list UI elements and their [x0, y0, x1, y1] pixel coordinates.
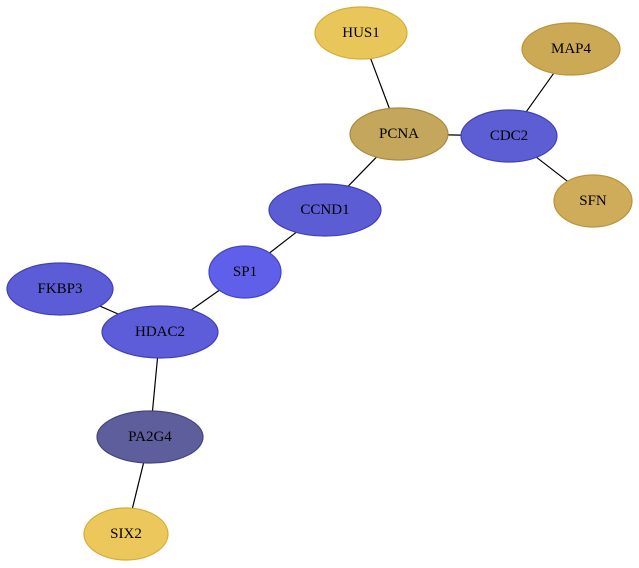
edge-hus1-pcna — [370, 58, 390, 109]
node-label-cdc2: CDC2 — [490, 128, 528, 144]
node-shape-six2[interactable] — [83, 507, 169, 561]
node-pa2g4[interactable]: PA2G4 — [96, 410, 204, 464]
edge-fkbp3-hdac2 — [99, 305, 119, 315]
edge-map4-cdc2 — [525, 72, 555, 113]
node-shape-pcna[interactable] — [349, 107, 449, 161]
node-label-fkbp3: FKBP3 — [37, 281, 82, 297]
node-label-sp1: SP1 — [233, 264, 257, 280]
node-label-map4: MAP4 — [551, 41, 592, 57]
node-six2[interactable]: SIX2 — [83, 507, 169, 561]
node-shape-fkbp3[interactable] — [6, 262, 114, 316]
edge-cdc2-sfn — [536, 156, 568, 182]
edge-hdac2-pa2g4 — [151, 357, 159, 412]
node-label-sfn: SFN — [579, 193, 607, 209]
node-fkbp3[interactable]: FKBP3 — [6, 262, 114, 316]
edge-pa2g4-six2 — [131, 462, 145, 509]
node-shape-hdac2[interactable] — [101, 305, 219, 359]
node-label-six2: SIX2 — [110, 526, 142, 542]
node-sfn[interactable]: SFN — [553, 174, 633, 228]
edge-pcna-ccnd1 — [347, 156, 377, 187]
node-shape-pa2g4[interactable] — [96, 410, 204, 464]
edge-ccnd1-sp1 — [269, 231, 297, 254]
node-label-hdac2: HDAC2 — [135, 324, 185, 340]
node-label-pcna: PCNA — [379, 126, 419, 142]
node-sp1[interactable]: SP1 — [208, 245, 282, 299]
node-shape-map4[interactable] — [521, 22, 621, 76]
edge-layer — [99, 58, 568, 509]
node-ccnd1[interactable]: CCND1 — [268, 183, 382, 237]
node-shape-sp1[interactable] — [208, 245, 282, 299]
edge-sp1-hdac2 — [190, 289, 220, 311]
node-pcna[interactable]: PCNA — [349, 107, 449, 161]
node-shape-cdc2[interactable] — [460, 109, 558, 163]
node-label-pa2g4: PA2G4 — [128, 429, 172, 445]
node-hus1[interactable]: HUS1 — [314, 6, 408, 60]
node-cdc2[interactable]: CDC2 — [460, 109, 558, 163]
node-map4[interactable]: MAP4 — [521, 22, 621, 76]
node-label-hus1: HUS1 — [342, 25, 380, 41]
node-shape-sfn[interactable] — [553, 174, 633, 228]
node-hdac2[interactable]: HDAC2 — [101, 305, 219, 359]
node-shape-ccnd1[interactable] — [268, 183, 382, 237]
node-shape-hus1[interactable] — [314, 6, 408, 60]
node-label-ccnd1: CCND1 — [300, 202, 349, 218]
